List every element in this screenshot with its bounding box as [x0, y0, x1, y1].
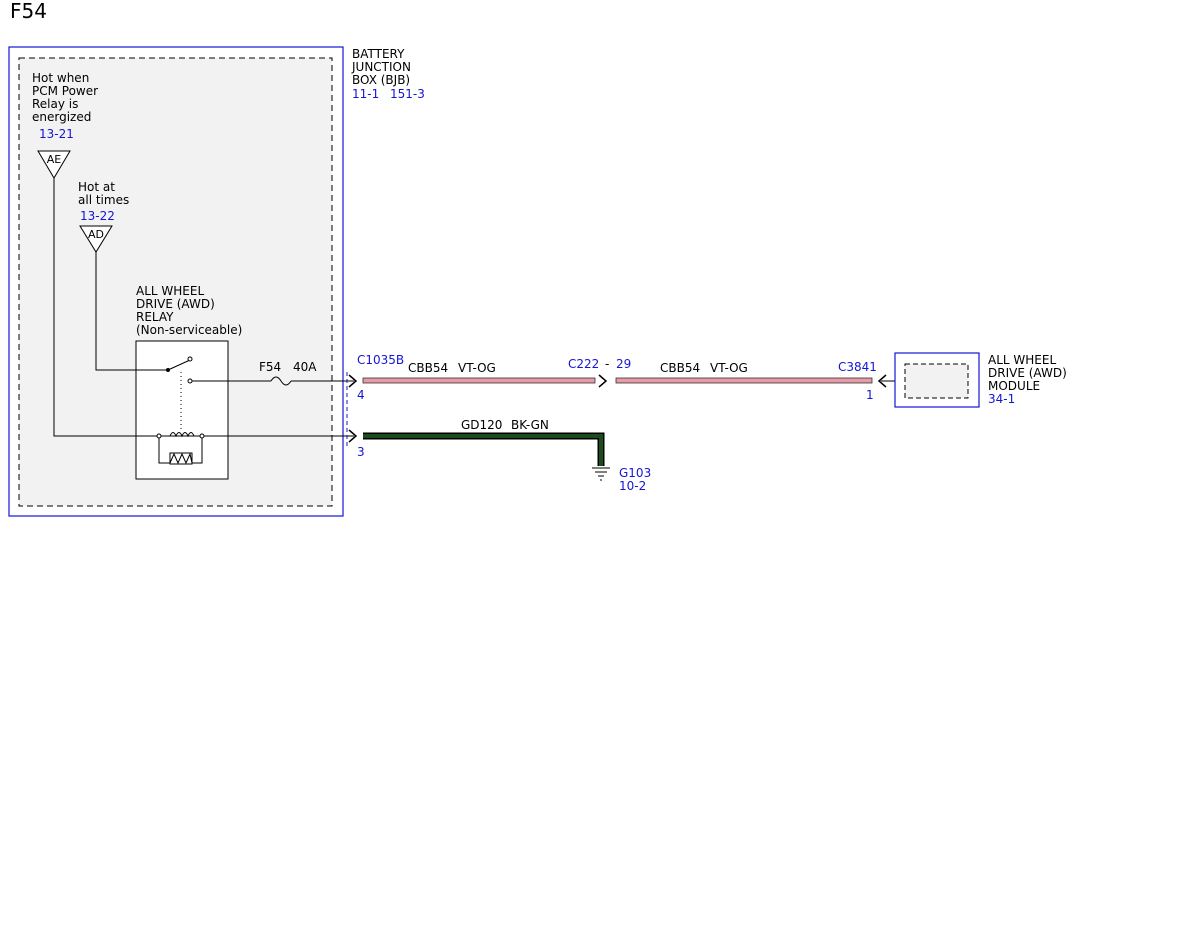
wire-cbb54-1-circuit: CBB54: [408, 361, 448, 375]
fuse-icon: [270, 376, 292, 386]
fuse-rating: 40A: [293, 360, 317, 374]
connector-c222: C222 - 29: [568, 357, 631, 388]
relay-resistor-zigzag-icon: [169, 452, 193, 465]
connector-c222-sep: -: [605, 357, 609, 371]
wire-cbb54-segment-1[interactable]: CBB54 VT-OG: [362, 361, 596, 384]
source-ae-desc-3: Relay is: [32, 97, 78, 111]
relay-contact-nc: [187, 356, 193, 362]
awd-module-label-3: MODULE: [988, 379, 1040, 393]
connector-c1035b-pin4-arrow-icon: [348, 374, 358, 388]
relay-label-line-2: DRIVE (AWD): [136, 297, 215, 311]
source-ae-desc-1: Hot when: [32, 71, 89, 85]
relay-label-line-3: RELAY: [136, 310, 174, 324]
wire-gd120-circuit: GD120: [461, 418, 502, 432]
awd-module: ALL WHEEL DRIVE (AWD) MODULE 34-1: [894, 352, 1067, 408]
page-title: F54: [10, 0, 47, 23]
wire-cbb54-2-body[interactable]: [615, 377, 873, 384]
bjb-label: BATTERY JUNCTION BOX (BJB) 11-1 151-3: [351, 47, 425, 101]
ad-feed-wire: [95, 252, 168, 371]
source-ad-triangle-icon: [79, 225, 113, 253]
relay-coil-terminal-right: [199, 433, 205, 439]
connector-c1035b-name[interactable]: C1035B: [357, 353, 404, 367]
relay-coil-terminal-left: [156, 433, 162, 439]
source-ae-desc-2: PCM Power: [32, 84, 98, 98]
relay-label-line-1: ALL WHEEL: [136, 284, 204, 298]
wire-gd120[interactable]: GD120 BK-GN: [363, 418, 605, 466]
ground-g103-name[interactable]: G103: [619, 466, 651, 480]
relay-contact-common: [166, 368, 170, 372]
bjb-label-line-2: JUNCTION: [351, 60, 411, 74]
awd-module-internal: [904, 363, 969, 399]
bjb-label-line-3: BOX (BJB): [352, 73, 410, 87]
source-ad: Hot at all times 13-22 AD: [78, 180, 129, 253]
ground-icon: [592, 467, 610, 481]
connector-c3841-pin: 1: [866, 388, 874, 402]
wire-cbb54-1-color: VT-OG: [458, 361, 496, 375]
awd-module-ref[interactable]: 34-1: [988, 392, 1015, 406]
relay-switch-blade-icon: [167, 359, 191, 371]
connector-c3841-name[interactable]: C3841: [838, 360, 877, 374]
fuse-name: F54: [259, 360, 281, 374]
connector-c1035b: C1035B 4 3: [346, 353, 404, 459]
awd-module-label-1: ALL WHEEL: [988, 353, 1056, 367]
source-ad-desc-2: all times: [78, 193, 129, 207]
connector-c222-pin: 29: [616, 357, 631, 371]
source-ae: Hot when PCM Power Relay is energized 13…: [32, 71, 98, 179]
wire-cbb54-2-circuit: CBB54: [660, 361, 700, 375]
source-ad-ref[interactable]: 13-22: [80, 209, 115, 223]
relay-label: ALL WHEEL DRIVE (AWD) RELAY (Non-service…: [136, 284, 242, 337]
connector-c1035b-pin3: 3: [357, 445, 365, 459]
connector-c1035b-pin3-arrow-icon: [348, 429, 358, 443]
source-ae-desc-4: energized: [32, 110, 91, 124]
source-ae-tag: AE: [47, 153, 62, 166]
wire-gd120-color: BK-GN: [511, 418, 549, 432]
awd-module-label-2: DRIVE (AWD): [988, 366, 1067, 380]
wire-gd120-body[interactable]: [363, 434, 603, 466]
wire-cbb54-segment-2[interactable]: CBB54 VT-OG: [615, 361, 873, 384]
source-ae-triangle-icon: [37, 150, 71, 179]
connector-c222-name[interactable]: C222: [568, 357, 599, 371]
source-ad-tag: AD: [88, 228, 104, 241]
relay-contacts: [156, 356, 205, 439]
wire-cbb54-1-body[interactable]: [362, 377, 596, 384]
bjb-label-line-1: BATTERY: [352, 47, 405, 61]
connector-c3841-arrow-icon: [877, 374, 887, 388]
bjb-ref-2[interactable]: 151-3: [390, 87, 425, 101]
wire-gd120-outline[interactable]: [363, 432, 605, 466]
relay-contact-no: [187, 378, 193, 384]
relay-resistor-icon: [169, 452, 193, 465]
relay-coil-icon: [169, 432, 195, 438]
source-ae-ref[interactable]: 13-21: [39, 127, 74, 141]
ae-feed-wire: [53, 178, 354, 437]
source-ad-desc-1: Hot at: [78, 180, 115, 194]
connector-c222-arrow-icon: [598, 374, 608, 388]
internal-wiring: [53, 178, 354, 465]
connector-c1035b-pin4: 4: [357, 388, 365, 402]
ground-g103: G103 10-2: [592, 466, 651, 493]
wire-cbb54-2-color: VT-OG: [710, 361, 748, 375]
relay-label-line-4: (Non-serviceable): [136, 323, 242, 337]
ground-g103-ref[interactable]: 10-2: [619, 479, 646, 493]
bjb-ref-1[interactable]: 11-1: [352, 87, 379, 101]
